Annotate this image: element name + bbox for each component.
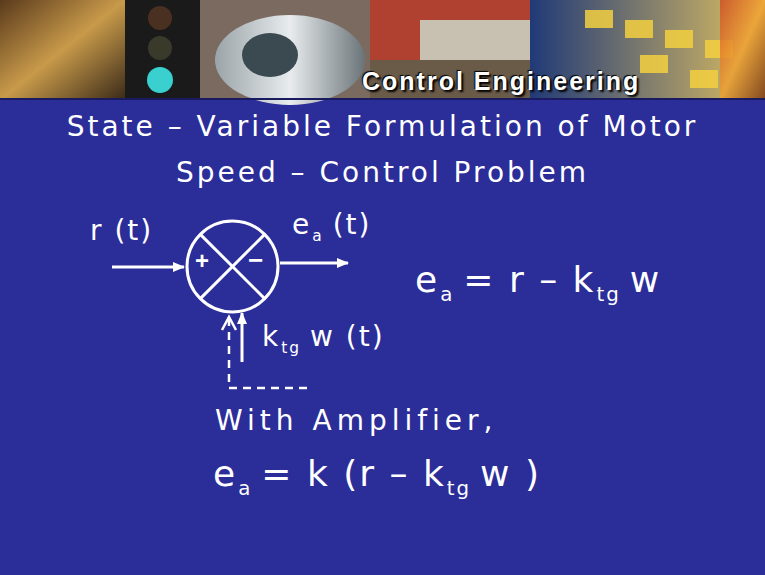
- feedback-dashed-path: [229, 318, 312, 388]
- signal-text: = r – k: [463, 258, 595, 301]
- amplifier-note: With Amplifier,: [215, 404, 498, 438]
- slide-title: State – Variable Formulation of Motor Sp…: [30, 104, 735, 196]
- signal-text: = k (r – k: [261, 452, 445, 495]
- signal-text: e: [415, 258, 439, 301]
- error-equation: ea = r – ktgw: [415, 258, 661, 307]
- signal-text: w: [630, 258, 661, 301]
- signal-text: w (t): [310, 320, 385, 354]
- input-signal: r (t): [90, 214, 153, 248]
- amplified-equation: ea = k (r – ktg w ): [213, 452, 541, 501]
- signal-text: (t): [333, 208, 372, 242]
- signal-text: r (t): [90, 214, 153, 248]
- error-signal: ea (t): [292, 208, 372, 245]
- output-arrow: [280, 262, 348, 265]
- signal-text: Control Engineering: [362, 66, 640, 96]
- minus-sign: −: [248, 247, 263, 273]
- subscript-text: a: [440, 283, 454, 307]
- signal-text: w ): [480, 452, 541, 495]
- plus-sign: +: [195, 249, 209, 273]
- subscript-text: a: [312, 227, 323, 245]
- subscript-text: tg: [596, 283, 620, 307]
- feedback-arrow: [241, 313, 244, 362]
- banner-collage: [0, 0, 765, 105]
- signal-text: e: [292, 208, 311, 242]
- feedback-signal: ktg w (t): [262, 320, 385, 357]
- subscript-text: tg: [447, 477, 471, 501]
- signal-text: k: [262, 320, 280, 354]
- subscript-text: tg: [281, 339, 301, 357]
- banner-title: Control Engineering: [362, 66, 640, 96]
- summing-junction: +−: [185, 219, 280, 314]
- signal-text: With Amplifier,: [215, 404, 498, 438]
- signal-text: e: [213, 452, 237, 495]
- subscript-text: a: [238, 477, 252, 501]
- feedback-caret: [222, 317, 236, 330]
- input-arrow: [112, 266, 184, 269]
